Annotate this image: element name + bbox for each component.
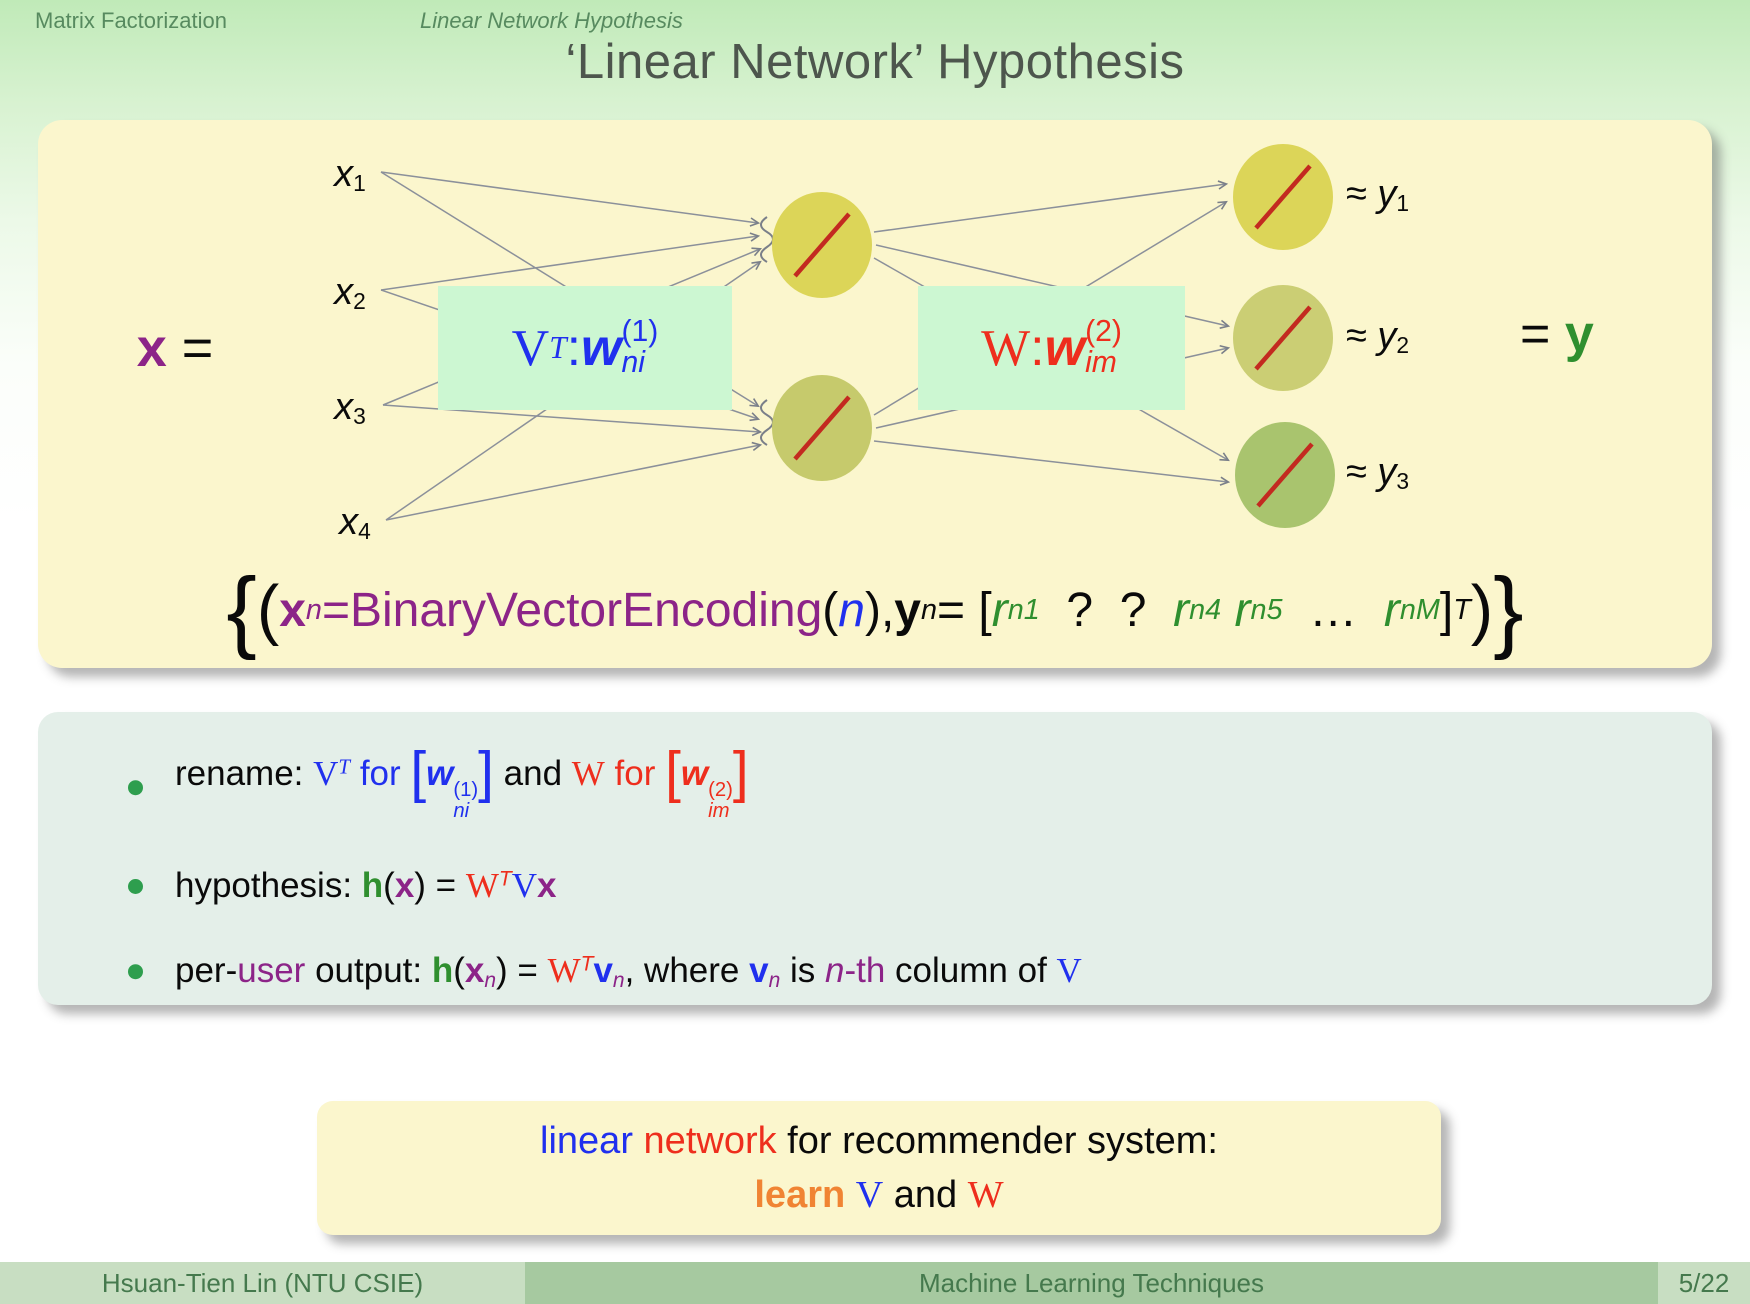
footer-page-number: 5/22 [1658,1262,1750,1304]
linear-activation-icon [1254,305,1312,371]
bullet-hypothesis-text: hypothesis: h(x) = WTVx [175,866,557,905]
bullet-points-panel: rename: VT for [w(1)ni] and W for [w(2)i… [38,712,1712,1005]
breadcrumb-subsection: Linear Network Hypothesis [420,8,683,33]
input-label-x1: x1 [334,152,366,197]
output-label-y2: ≈ y2 [1346,314,1410,359]
summation-squiggle-icon [760,216,774,446]
bullet-per-user-output: per-user output: h(xn) = WTvn, where vn … [128,951,1682,993]
input-label-x2: x2 [334,270,366,315]
output-label-y1: ≈ y1 [1346,172,1410,217]
footer-bar: Hsuan-Tien Lin (NTU CSIE) Machine Learni… [0,1262,1750,1304]
output-label-y3: ≈ y3 [1346,450,1410,495]
input-label-x4: x4 [339,500,371,545]
callout-line-1: linear network for recommender system: [540,1119,1218,1162]
bullet-dot-icon [128,964,143,980]
output-neurons [1233,144,1335,528]
callout-line-2: learn V and W [754,1173,1004,1216]
hidden-neurons [772,192,872,481]
input-label-x3: x3 [334,385,366,430]
linear-activation-icon [793,395,851,461]
footer-author: Hsuan-Tien Lin (NTU CSIE) [0,1262,525,1304]
w-matrix-box: W : w(2)im [918,286,1185,410]
breadcrumb-section: Matrix Factorization [35,8,227,33]
bullet-hypothesis: hypothesis: h(x) = WTVx [128,866,1682,906]
bullet-dot-icon [128,780,143,796]
bullet-dot-icon [128,878,143,894]
bullet-rename-text: rename: VT for [w(1)ni] and W for [w(2)i… [175,740,749,823]
equals-y-label: = y [1520,305,1594,363]
page-title: ‘Linear Network’ Hypothesis [565,35,1185,89]
linear-activation-icon [1256,442,1314,508]
bullet-per-user-output-text: per-user output: h(xn) = WTvn, where vn … [175,951,1082,992]
bullet-rename: rename: VT for [w(1)ni] and W for [w(2)i… [128,740,1682,823]
summary-callout-box: linear network for recommender system: l… [317,1101,1441,1235]
linear-activation-icon [1254,164,1312,230]
footer-course: Machine Learning Techniques [525,1262,1658,1304]
linear-activation-icon [793,212,851,278]
x-equals-label: x = [136,318,214,378]
